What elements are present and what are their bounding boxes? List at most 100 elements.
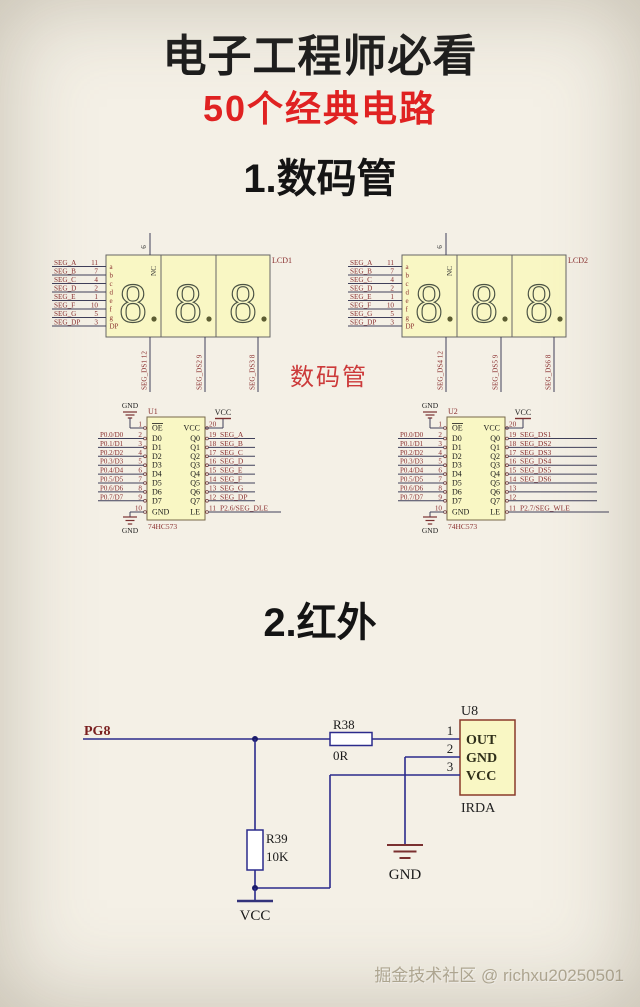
ic-pin-number: 17 bbox=[509, 449, 517, 457]
vcc-label: VCC bbox=[215, 408, 231, 417]
ic-pin-number: 6 bbox=[138, 467, 142, 475]
ic-pin-inner: D5 bbox=[452, 479, 462, 488]
ic-pin-number: 1 bbox=[138, 421, 142, 429]
pin-bubble bbox=[205, 498, 209, 503]
ic-pin-inner: D1 bbox=[452, 443, 462, 452]
ic-net-label: SEG_DS2 bbox=[520, 439, 552, 448]
ic-pin-number: 7 bbox=[438, 476, 442, 484]
u8-pin-name: OUT bbox=[466, 733, 497, 748]
seg-pin-number: 11 bbox=[387, 259, 394, 267]
ic-pin-inner: Q4 bbox=[190, 470, 200, 479]
ic-pin-inner: Q6 bbox=[190, 487, 200, 496]
vcc-label: VCC bbox=[240, 908, 271, 924]
u8-pin-number: 2 bbox=[447, 741, 454, 756]
seg-pin-number: 3 bbox=[94, 319, 98, 327]
ic-body bbox=[146, 416, 206, 521]
ic-pin-number: 11 bbox=[509, 505, 516, 513]
ic-net-label: P0.1/D1 bbox=[400, 440, 424, 448]
ic-pin-number: 16 bbox=[509, 458, 517, 466]
segment-letter: b bbox=[110, 272, 114, 280]
decimal-point bbox=[502, 316, 508, 322]
lcd-ref: LCD1 bbox=[272, 256, 292, 265]
digit-select-label: SEG_DS6 8 bbox=[545, 354, 553, 390]
ic-pin-number: 20 bbox=[509, 421, 517, 429]
segment-letter: c bbox=[406, 280, 409, 288]
seg-pin-number: 10 bbox=[91, 302, 99, 310]
ic-pin-inner: GND bbox=[452, 508, 470, 517]
seg-pin-name: SEG_D bbox=[350, 285, 372, 293]
ic-pin-inner: GND bbox=[152, 508, 170, 517]
r39-value: 10K bbox=[266, 849, 289, 864]
resistor-r38 bbox=[329, 731, 373, 747]
ic-pin-inner: D4 bbox=[452, 470, 462, 479]
decimal-point bbox=[447, 316, 453, 322]
ic-net-label: P0.3/D3 bbox=[100, 458, 124, 466]
gnd-label: GND bbox=[422, 526, 439, 535]
ic-net-label: SEG_F bbox=[220, 475, 242, 484]
segment-letter: DP bbox=[110, 323, 119, 331]
decimal-point bbox=[151, 316, 157, 322]
ic-net-label: SEG_G bbox=[220, 483, 244, 492]
ic-net-label: P0.0/D0 bbox=[100, 431, 124, 439]
ic-net-label: SEG_DS6 bbox=[520, 475, 552, 484]
ic-pin-inner: D2 bbox=[152, 452, 162, 461]
ic-net-label: P2.7/SEG_WLE bbox=[520, 504, 570, 513]
ic-net-label: P0.7/D7 bbox=[400, 493, 424, 501]
ic-net-label: P0.5/D5 bbox=[100, 476, 124, 484]
section2-heading: 2.红外 bbox=[263, 601, 377, 645]
ic-body bbox=[446, 416, 506, 521]
nc-pin-number: 6 bbox=[436, 245, 444, 249]
resistor-r39 bbox=[246, 829, 264, 871]
ic-pin-number: 20 bbox=[209, 421, 217, 429]
vcc-label: VCC bbox=[515, 408, 531, 417]
pin-bubble bbox=[505, 472, 509, 476]
ic-net-label: P0.4/D4 bbox=[400, 467, 424, 475]
pin-bubble bbox=[143, 463, 147, 468]
ic-pin-inner: Q5 bbox=[490, 479, 500, 488]
u8-pin-name: GND bbox=[466, 751, 497, 766]
ic-pin-number: 10 bbox=[135, 505, 143, 513]
pin-bubble bbox=[143, 454, 147, 459]
segment-letter: g bbox=[110, 314, 114, 322]
seg-pin-name: SEG_G bbox=[350, 310, 372, 318]
pin-bubble bbox=[443, 426, 447, 430]
pin-bubble bbox=[205, 454, 209, 459]
pin-bubble bbox=[205, 481, 209, 485]
digit-select-label: SEG_DS2 9 bbox=[196, 354, 204, 390]
ic-pin-inner: D0 bbox=[452, 434, 462, 443]
pin-bubble bbox=[443, 436, 447, 441]
pin-bubble bbox=[505, 436, 509, 441]
decimal-point bbox=[206, 316, 212, 322]
page-subtitle: 50个经典电路 bbox=[202, 88, 438, 129]
r39-ref: R39 bbox=[266, 831, 288, 846]
seg-pin-name: SEG_G bbox=[54, 310, 76, 318]
pin-bubble bbox=[143, 498, 147, 503]
latch-ic-u2: U274HC573OE1D02P0.0/D0D13P0.1/D1D24P0.2/… bbox=[398, 401, 609, 535]
ic-pin-number: 8 bbox=[438, 484, 442, 492]
ic-pin-inner: D4 bbox=[152, 470, 162, 479]
ic-pin-inner: Q6 bbox=[490, 487, 500, 496]
pin-bubble bbox=[143, 445, 147, 450]
ic-pin-number: 14 bbox=[509, 476, 517, 484]
pin-bubble bbox=[505, 498, 509, 503]
ic-pin-inner: OE bbox=[152, 424, 163, 433]
ic-net-label: P0.2/D2 bbox=[400, 449, 424, 457]
latch-ic-u1: U174HC573OE1D02P0.0/D0D13P0.1/D1D24P0.2/… bbox=[98, 401, 281, 535]
ic-net-label: P0.2/D2 bbox=[100, 449, 124, 457]
ic-net-label: P0.1/D1 bbox=[100, 440, 124, 448]
ic-pin-inner: Q0 bbox=[490, 434, 500, 443]
lcd-body bbox=[401, 254, 567, 338]
ic-pin-inner: OE bbox=[452, 424, 463, 433]
pin-bubble bbox=[143, 472, 147, 476]
net-label-pg8: PG8 bbox=[84, 724, 110, 739]
ic-pin-inner: VCC bbox=[184, 424, 200, 433]
pin-bubble bbox=[443, 498, 447, 503]
ic-net-label: SEG_DS1 bbox=[520, 430, 552, 439]
seg-pin-number: 4 bbox=[94, 276, 98, 284]
ic-net-label: P0.3/D3 bbox=[400, 458, 424, 466]
r38-ref: R38 bbox=[333, 717, 355, 732]
ic-net-label: P0.4/D4 bbox=[100, 467, 124, 475]
pin-bubble bbox=[443, 481, 447, 485]
